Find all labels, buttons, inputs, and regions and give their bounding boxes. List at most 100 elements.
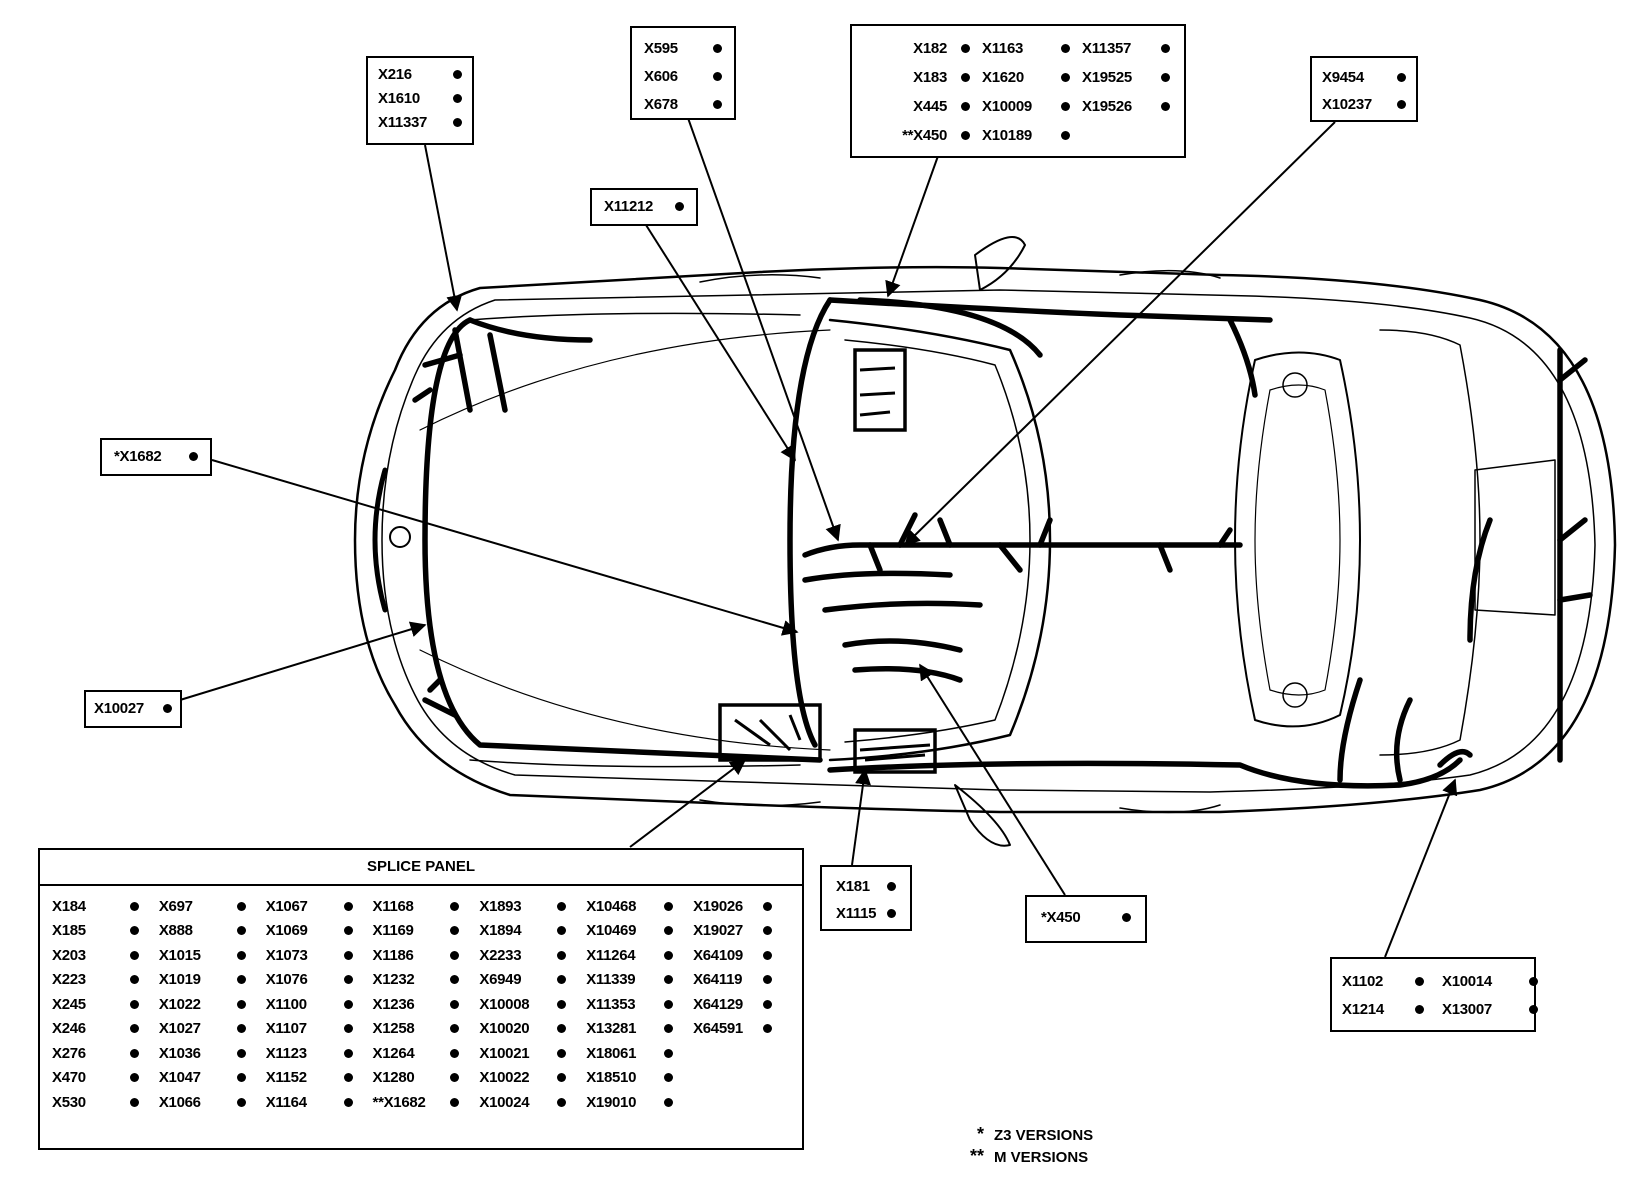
splice-cell: X1076 [266,968,373,993]
connector-dot-icon [1529,1004,1538,1014]
splice-connector-label: X1168 [372,897,414,915]
grid-col-3: X11357 X19525 X19526 [1070,34,1170,150]
splice-connector-label: X19026 [693,897,743,915]
splice-connector-label: X2233 [479,946,522,964]
leader-x216-group [424,144,463,312]
connector-label: X1610 [378,89,420,107]
harness-bulkhead [787,297,833,748]
connector-dot-icon [453,117,462,127]
splice-cell: X6949 [479,968,586,993]
harness-rear-b3 [1557,592,1593,603]
connector-dot-icon [763,901,772,911]
splice-panel-title: SPLICE PANEL [40,850,802,886]
splice-connector-label: X1100 [265,995,307,1013]
harness-cockpit-b3 [937,517,953,548]
splice-cell: X245 [52,992,159,1017]
grid-cell: X182 [860,34,970,63]
splice-cell: X1015 [159,943,266,968]
connector-dot-icon [236,1073,246,1083]
connector-dot-icon [713,99,722,109]
connector-label: X1620 [982,69,1024,86]
splice-connector-label: X185 [52,922,86,940]
splice-cell: X1164 [266,1090,373,1115]
splice-cell: X1027 [159,1017,266,1042]
splice-cell: X11353 [586,992,693,1017]
connector-dot-icon [713,71,722,81]
connector-label: *X450 [1041,908,1081,926]
rear-deck [1234,351,1361,728]
connector-label: X1163 [982,40,1024,57]
splice-connector-label: X1036 [158,1044,201,1062]
connector-dot-icon [450,1097,460,1107]
callout-grid: X182 X183 X445 **X450 X1163 X1620 X10009… [860,34,1172,150]
connector-dot-icon [1061,102,1070,111]
splice-cell: X1232 [373,968,480,993]
callout-row: X595 [644,34,722,62]
splice-connector-label: X1067 [265,897,308,915]
splice-cell: X13281 [586,1017,693,1042]
splice-cell: X470 [52,1066,159,1091]
connector-dot-icon [450,1024,460,1034]
front-grille [372,467,388,613]
car-body-inner-line [381,289,1596,793]
legend: *Z3 VERSIONS **M VERSIONS [950,1124,1093,1168]
splice-cell: X1236 [373,992,480,1017]
splice-cell: X64109 [693,943,792,968]
splice-connector-label: X697 [158,897,193,915]
harness-cockpit-b6 [1157,542,1173,573]
splice-connector-label: X1019 [158,971,201,989]
connector-label: X606 [644,67,678,85]
grid-cell: **X450 [860,121,970,150]
leader-x450 [919,663,1066,896]
splice-connector-label: X64119 [693,971,743,989]
connector-dot-icon [1122,912,1131,922]
harness-rear-b4 [1467,517,1493,643]
splice-connector-label: X223 [52,971,86,989]
leader-x10027 [179,621,427,701]
splice-connector-label: X1123 [265,1044,307,1062]
callout-row: X678 [644,90,722,118]
splice-connector-label: X11264 [586,946,636,964]
splice-cell: X246 [52,1017,159,1042]
splice-cell: X1264 [373,1041,480,1066]
splice-cell: X10468 [586,894,693,919]
harness-bottom-run [827,757,1463,789]
callout-row: X11212 [604,194,684,218]
splice-connector-label: X888 [158,922,193,940]
connector-dot-icon [343,1024,353,1034]
connector-label: X19526 [1082,98,1132,115]
connector-dot-icon [887,909,896,918]
connector-dot-icon [236,950,246,960]
leader-x11212 [645,224,796,462]
connector-dot-icon [664,926,674,936]
grid-cell: X183 [860,63,970,92]
harness-front-branch-2 [487,332,508,413]
connector-label: X445 [913,98,947,115]
connector-dot-icon [664,950,674,960]
grid-col-1: X182 X183 X445 **X450 [860,34,970,150]
grid-cell: X19525 [1082,63,1170,92]
connector-dot-icon [450,950,460,960]
leader-x181-group [851,768,871,866]
callout-row: X1115 [836,900,896,927]
callout-x450: *X450 [1025,895,1147,943]
connector-label: X216 [378,65,412,83]
splice-cell: X11339 [586,968,693,993]
splice-cell: X530 [52,1090,159,1115]
splice-cell: X64129 [693,992,792,1017]
connector-dot-icon [664,901,674,911]
harness-rear-b2 [1557,517,1588,543]
splice-connector-label: X1152 [265,1069,307,1087]
wheel-arc-front-top [699,274,821,283]
splice-connector-label: X1027 [158,1020,201,1038]
callout-x595-group: X595 X606 X678 [630,26,736,120]
splice-cell: X18510 [586,1066,693,1091]
splice-connector-label: X18061 [586,1044,637,1062]
hood-line-top [469,312,801,321]
rollbar-top [1282,372,1308,398]
splice-connector-label: X470 [52,1069,86,1087]
connector-dot-icon [557,901,567,911]
connector-dot-icon [664,1097,674,1107]
